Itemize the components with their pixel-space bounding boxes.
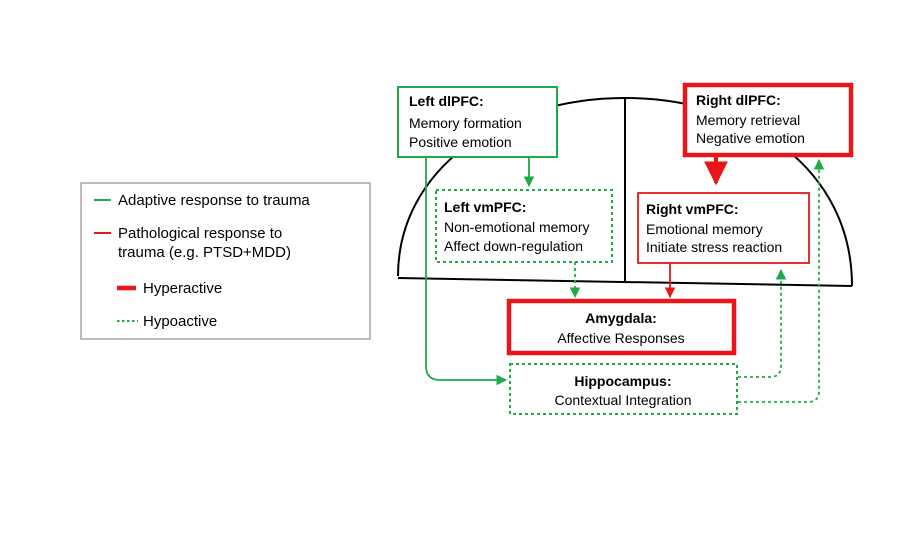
amygdala-line1: Affective Responses — [557, 330, 684, 346]
node-amygdala: Amygdala: Affective Responses — [506, 298, 737, 356]
connectors — [425, 156, 825, 403]
legend-hyperactive-label: Hyperactive — [143, 280, 222, 297]
legend-adaptive-label: Adaptive response to trauma — [118, 192, 310, 209]
arrow-left-dlpfc-to-hippocampus — [425, 157, 508, 386]
arrow-hippocampus-to-right-vmpfc — [738, 268, 787, 378]
arrow-hippocampus-to-right-dlpfc — [738, 158, 825, 403]
node-right-vmpfc: Right vmPFC: Emotional memory Initiate s… — [637, 192, 810, 264]
left-dlpfc-title: Left dlPFC: — [409, 93, 484, 109]
node-hippocampus: Hippocampus: Contextual Integration — [509, 363, 738, 415]
legend-pathological-label-line1: Pathological response to — [118, 225, 282, 242]
left-vmpfc-title: Left vmPFC: — [444, 199, 526, 215]
left-vmpfc-line1: Non-emotional memory — [444, 219, 590, 235]
right-dlpfc-line2: Negative emotion — [696, 130, 805, 146]
legend: Adaptive response to trauma Pathological… — [80, 182, 371, 340]
left-dlpfc-box — [397, 86, 558, 158]
right-vmpfc-title: Right vmPFC: — [646, 201, 739, 217]
right-dlpfc-title: Right dlPFC: — [696, 92, 781, 108]
node-right-dlpfc: Right dlPFC: Memory retrieval Negative e… — [682, 82, 854, 158]
amygdala-title: Amygdala: — [585, 310, 657, 326]
legend-hypoactive-label: Hypoactive — [143, 313, 217, 330]
left-dlpfc-line1: Memory formation — [409, 115, 522, 131]
legend-pathological-label-line2: trauma (e.g. PTSD+MDD) — [118, 244, 291, 261]
hippocampus-box — [509, 363, 738, 415]
left-dlpfc-line2: Positive emotion — [409, 134, 512, 150]
right-vmpfc-box — [637, 192, 810, 264]
node-left-vmpfc: Left vmPFC: Non-emotional memory Affect … — [435, 189, 613, 263]
right-vmpfc-line1: Emotional memory — [646, 221, 763, 237]
brain-outline — [397, 96, 853, 287]
amygdala-box — [506, 298, 737, 356]
right-dlpfc-box — [682, 82, 854, 158]
right-vmpfc-line2: Initiate stress reaction — [646, 239, 782, 255]
right-dlpfc-line1: Memory retrieval — [696, 112, 800, 128]
left-vmpfc-line2: Affect down-regulation — [444, 238, 583, 254]
hippocampus-title: Hippocampus: — [574, 373, 671, 389]
hippocampus-line1: Contextual Integration — [555, 392, 692, 408]
left-vmpfc-box — [435, 189, 613, 263]
legend-box — [80, 182, 371, 340]
node-left-dlpfc: Left dlPFC: Memory formation Positive em… — [397, 86, 558, 158]
